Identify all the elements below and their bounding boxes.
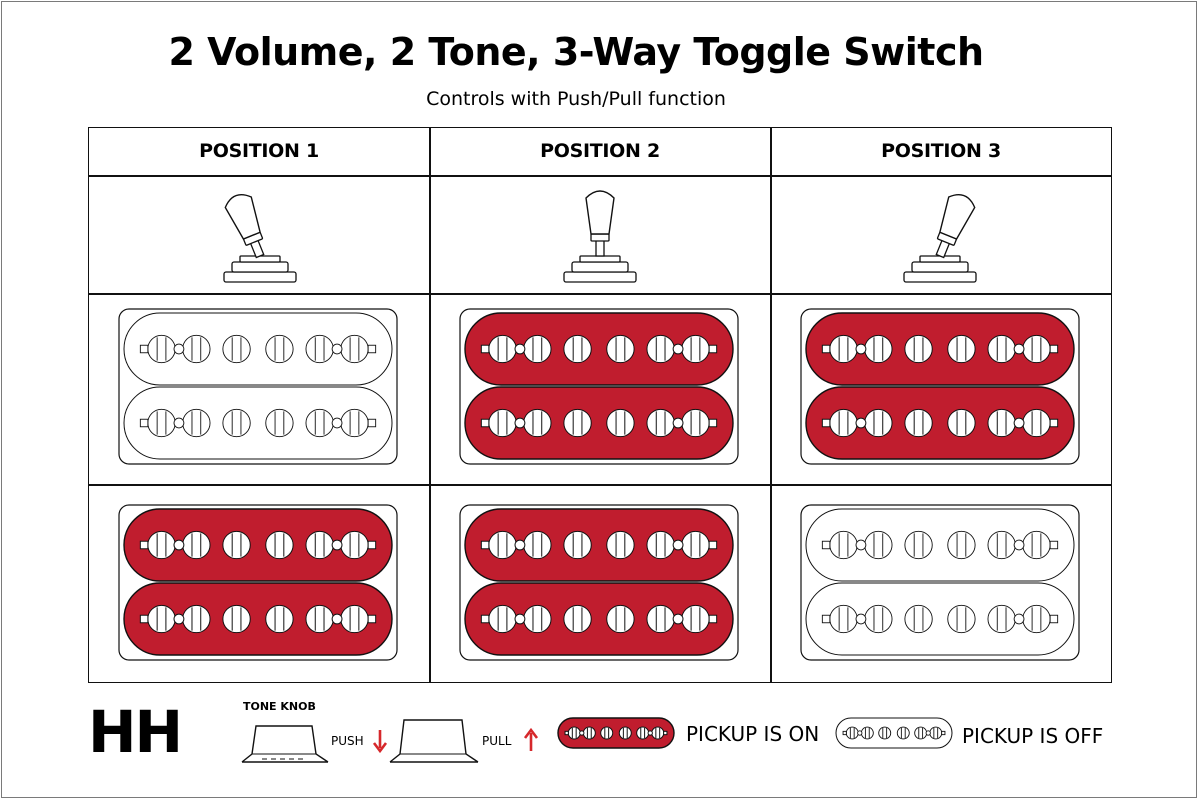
pickup-on-label: PICKUP IS ON: [686, 722, 820, 746]
toggle-lever: [224, 194, 265, 259]
humbucker-pair-position-1-pull: [118, 504, 398, 661]
coil-on: [464, 508, 734, 582]
coil-on: [123, 508, 393, 582]
coil-on: [123, 582, 393, 656]
tone-knob-pulled-icon: [389, 719, 479, 763]
coil-on: [464, 582, 734, 656]
tone-knob-label: TONE KNOB: [243, 700, 316, 713]
toggle-lever: [935, 194, 976, 259]
toggle-base: [903, 271, 977, 283]
humbucker-pair-position-2-pull: [459, 504, 739, 661]
coil-off: [123, 312, 393, 386]
toggle-base: [563, 271, 637, 283]
arrow-up-icon: [523, 727, 539, 751]
table-divider: [88, 175, 1112, 177]
toggle-switch-center-icon: [563, 190, 637, 283]
humbucker-pair-position-2-push: [459, 308, 739, 465]
coil-off: [805, 508, 1075, 582]
toggle-switch-left-icon: [223, 194, 297, 283]
toggle-switch-right-icon: [903, 194, 977, 283]
pull-label: PULL: [482, 734, 512, 748]
table-divider: [88, 484, 1112, 486]
coil-off: [123, 386, 393, 460]
coil-on: [464, 312, 734, 386]
toggle-collar: [579, 255, 621, 263]
position-3-header: POSITION 3: [881, 140, 1001, 162]
pickup-off-label: PICKUP IS OFF: [962, 724, 1104, 748]
humbucker-pair-position-3-pull: [800, 504, 1080, 661]
toggle-lever: [585, 190, 615, 257]
coil-on: [464, 386, 734, 460]
position-1-header: POSITION 1: [199, 140, 319, 162]
coil-off: [805, 582, 1075, 656]
table-divider: [770, 127, 772, 683]
pickup-on-swatch-icon: [557, 717, 675, 749]
pickup-config-label: HH: [88, 698, 183, 766]
toggle-nut: [571, 261, 629, 273]
diagram-subtitle: Controls with Push/Pull function: [426, 88, 726, 110]
push-label: PUSH: [331, 734, 364, 748]
coil-on: [805, 386, 1075, 460]
humbucker-pair-position-1-push: [118, 308, 398, 465]
arrow-down-icon: [372, 730, 388, 754]
diagram-title: 2 Volume, 2 Tone, 3-Way Toggle Switch: [168, 30, 984, 74]
coil-off: [835, 717, 953, 749]
coil-on: [805, 312, 1075, 386]
coil-on: [557, 717, 675, 749]
toggle-collar: [239, 255, 281, 263]
toggle-nut: [911, 261, 969, 273]
position-table: [88, 127, 1112, 683]
pickup-off-swatch-icon: [835, 717, 953, 749]
toggle-collar: [919, 255, 961, 263]
toggle-nut: [231, 261, 289, 273]
table-divider: [88, 293, 1112, 295]
position-2-header: POSITION 2: [540, 140, 660, 162]
table-divider: [429, 127, 431, 683]
humbucker-pair-position-3-push: [800, 308, 1080, 465]
tone-knob-pushed-icon: [241, 725, 329, 763]
toggle-base: [223, 271, 297, 283]
